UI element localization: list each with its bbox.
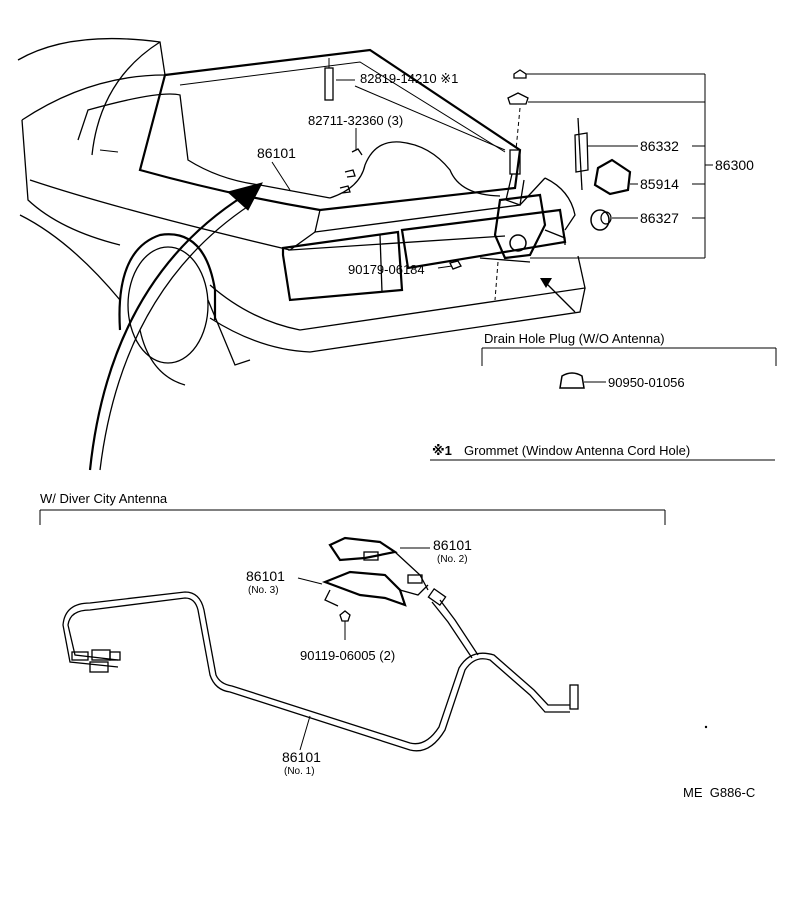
- cord-no2-part-number: 86101: [433, 537, 472, 553]
- plug-cap-part-number: 86327: [640, 210, 679, 226]
- cord-no3-label: (No. 3): [248, 585, 279, 596]
- antenna-assembly: [324, 58, 632, 313]
- drain-plug-icon: [559, 372, 585, 389]
- antenna-assy-part-number: 86300: [715, 157, 754, 173]
- rod-part-number: 86332: [640, 138, 679, 154]
- motor-part-number: 85914: [640, 176, 679, 192]
- note-text: Grommet (Window Antenna Cord Hole): [464, 443, 690, 458]
- note-symbol: ※1: [432, 443, 452, 458]
- diagram-code: ME G886-C: [683, 785, 755, 800]
- drain-plug-title: Drain Hole Plug (W/O Antenna): [484, 331, 665, 346]
- cord-no3-part-number: 86101: [246, 568, 285, 584]
- cord-no1-label: (No. 1): [284, 766, 315, 777]
- cord-part-number: 86101: [257, 145, 296, 161]
- diversity-title: W/ Diver City Antenna: [40, 491, 168, 506]
- screw-part-number: 90179-06184: [348, 262, 425, 277]
- diversity-cord-illustration: [62, 536, 708, 752]
- leader-lines: [39, 73, 777, 525]
- grommet-cord-part-number: 82819-14210 ※1: [360, 71, 458, 86]
- cord-no2-label: (No. 2): [437, 554, 468, 565]
- diversity-screw-part-number: 90119-06005 (2): [300, 648, 395, 663]
- cord-no1-part-number: 86101: [282, 749, 321, 765]
- drain-plug-part-number: 90950-01056: [608, 375, 685, 390]
- reference-arrow: [88, 194, 246, 471]
- clamp-part-number: 82711-32360 (3): [308, 113, 403, 128]
